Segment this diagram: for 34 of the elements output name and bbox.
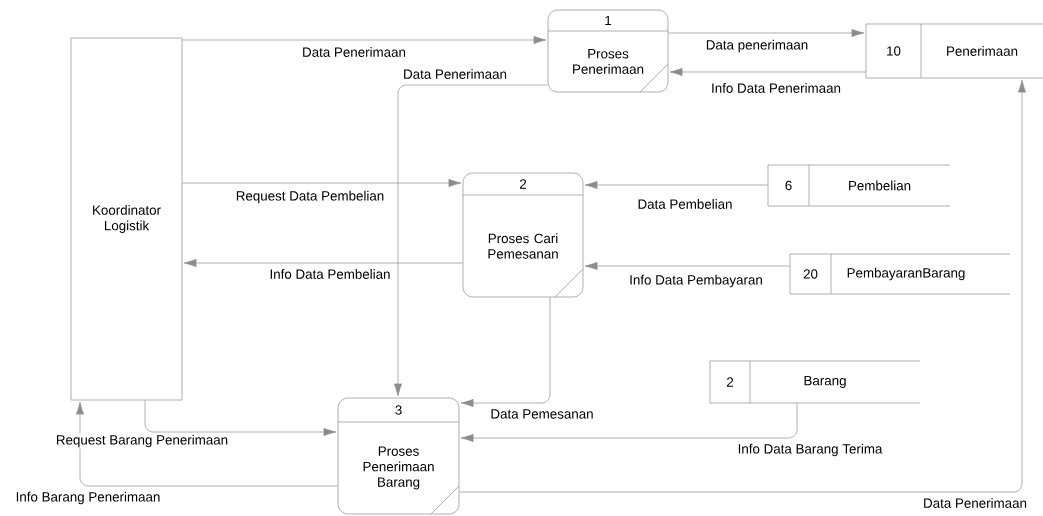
data-store: 20 PembayaranBarang bbox=[789, 253, 1011, 295]
edge-label: Info Data Pembelian bbox=[268, 267, 392, 281]
data-store: 10 Penerimaan bbox=[865, 23, 1043, 79]
arrow bbox=[584, 262, 790, 271]
entity-box: Koordinator Logistik bbox=[70, 37, 183, 401]
arrow bbox=[459, 79, 1027, 493]
process-box: 2 Proses Cari Pemesanan bbox=[462, 172, 584, 298]
arrow bbox=[460, 403, 798, 443]
arrow bbox=[669, 68, 867, 76]
edge-label: Data Penerimaan bbox=[300, 45, 408, 59]
arrow bbox=[76, 401, 339, 487]
edge-label: Info Barang Penerimaan bbox=[14, 490, 162, 506]
edge-label: Data Pemesanan bbox=[489, 407, 595, 421]
process-box: 1 Proses Penerimaan bbox=[547, 9, 669, 93]
arrow bbox=[183, 259, 463, 268]
arrow bbox=[668, 29, 865, 37]
process-box: 3 Proses Penerimaan Barang bbox=[337, 397, 460, 515]
arrow bbox=[584, 181, 768, 189]
data-store: 6 Pembelian bbox=[767, 164, 951, 207]
edge-label: Data Penerimaan bbox=[401, 67, 509, 81]
arrow bbox=[460, 297, 551, 408]
arrow bbox=[182, 36, 547, 44]
edge-label: Data penerimaan bbox=[704, 38, 810, 54]
edge-label: Info Data Penerimaan bbox=[709, 81, 843, 95]
edge-label: Info Data Barang Terima bbox=[736, 442, 884, 458]
edge-label: Data Penerimaan bbox=[921, 496, 1029, 510]
edge-label: Request Data Pembelian bbox=[234, 189, 386, 205]
arrow bbox=[182, 179, 462, 187]
arrow bbox=[394, 84, 548, 397]
arrow bbox=[144, 400, 337, 437]
edge-label: Request Barang Penerimaan bbox=[54, 433, 230, 449]
edge-label: Data Pembelian bbox=[636, 197, 734, 211]
edge-label: Info Data Pembayaran bbox=[627, 273, 765, 289]
data-store: 2 Barang bbox=[709, 360, 921, 404]
